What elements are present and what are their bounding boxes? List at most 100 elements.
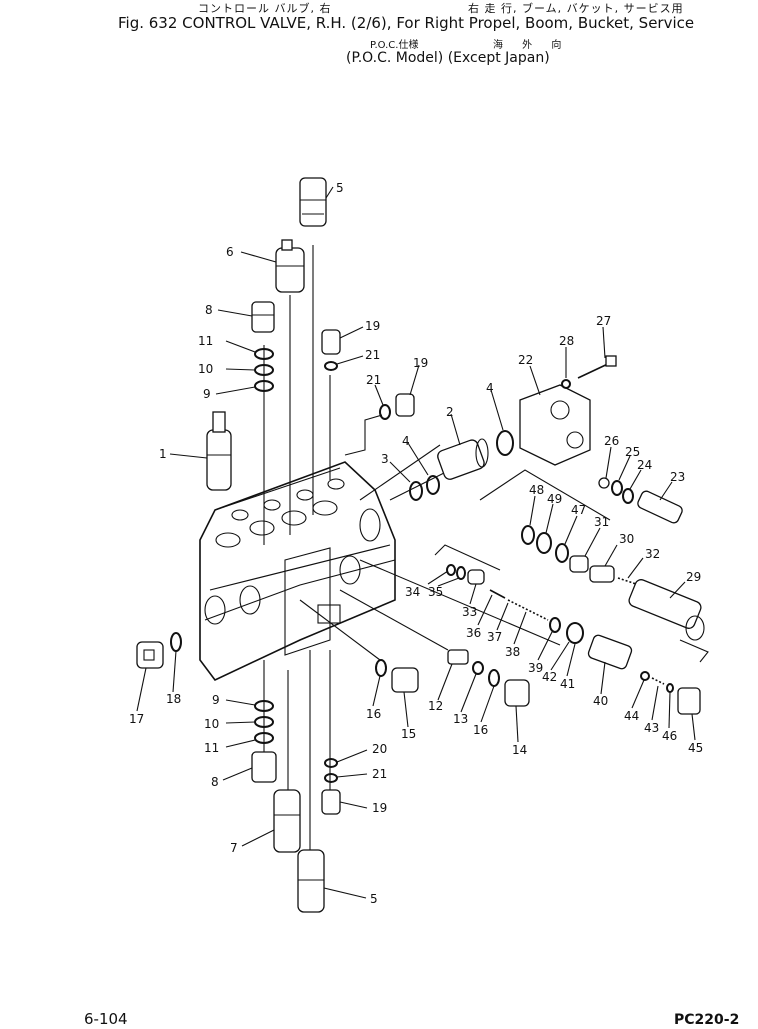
part-46 <box>666 683 674 693</box>
model-number: PC220-2 <box>674 1012 740 1028</box>
o-ring-11-bottom <box>254 732 274 744</box>
o-ring-24 <box>622 488 634 504</box>
callout-19-top: 19 <box>365 319 380 333</box>
callout-46: 46 <box>662 729 677 743</box>
callout-30: 30 <box>619 532 634 546</box>
callout-40: 40 <box>593 694 608 708</box>
callout-31: 31 <box>594 515 609 529</box>
o-ring-21-bottom <box>324 773 338 783</box>
part-44 <box>640 671 650 681</box>
callout-6: 6 <box>226 245 234 259</box>
callout-16-right: 16 <box>473 723 488 737</box>
callout-48: 48 <box>529 483 544 497</box>
callout-23: 23 <box>670 470 685 484</box>
part-37-38-spring <box>507 599 549 621</box>
callout-7: 7 <box>230 841 238 855</box>
japanese-title-left: コントロール バルブ, 右 <box>198 2 332 15</box>
part-43 <box>651 677 665 685</box>
callout-24: 24 <box>637 458 652 472</box>
callout-5-bottom: 5 <box>370 892 378 906</box>
part-41-42 <box>566 622 584 644</box>
callout-8-top: 8 <box>205 303 213 317</box>
o-ring-3 <box>409 481 423 501</box>
o-ring-16b <box>375 659 387 677</box>
part-14-plug <box>504 679 530 707</box>
part-29-plug <box>628 579 705 641</box>
o-ring-21-top <box>324 361 338 371</box>
o-ring-25 <box>611 480 623 496</box>
part-8-plug-top <box>251 301 275 333</box>
o-ring-21-side <box>379 404 391 420</box>
leader-lines <box>136 186 696 899</box>
callout-38: 38 <box>505 645 520 659</box>
figure-title: Fig. 632 CONTROL VALVE, R.H. (2/6), For … <box>118 14 695 32</box>
ring-49 <box>536 532 552 554</box>
part-13 <box>472 661 484 675</box>
callout-11-bottom: 11 <box>204 741 219 755</box>
o-ring-4a <box>426 475 440 495</box>
callout-17: 17 <box>129 712 144 726</box>
callout-36: 36 <box>466 626 481 640</box>
callout-27: 27 <box>596 314 611 328</box>
overseas-japanese-label: 海 外 向 <box>493 40 570 51</box>
callout-28: 28 <box>559 334 574 348</box>
o-ring-9-top <box>254 380 274 392</box>
callout-15: 15 <box>401 727 416 741</box>
o-ring-18 <box>170 632 182 652</box>
part-30 <box>589 565 615 583</box>
callout-19-side: 19 <box>413 356 428 370</box>
callout-44: 44 <box>624 709 639 723</box>
callout-25: 25 <box>625 445 640 459</box>
callout-9-bottom: 9 <box>212 693 220 707</box>
part-34 <box>446 564 456 576</box>
callout-11-top: 11 <box>198 334 213 348</box>
callout-12: 12 <box>428 699 443 713</box>
part-40 <box>587 634 633 670</box>
part-6-relief-valve <box>275 239 305 293</box>
callout-10-bottom: 10 <box>204 717 219 731</box>
part-8-plug-bottom <box>251 751 277 783</box>
part-19-plug-bottom <box>321 789 341 815</box>
callout-16-left: 16 <box>366 707 381 721</box>
callout-21-bottom: 21 <box>372 767 387 781</box>
part-7-valve <box>273 789 301 853</box>
part-31 <box>569 555 589 573</box>
callout-21-top: 21 <box>365 348 380 362</box>
callout-47: 47 <box>571 503 586 517</box>
callout-13: 13 <box>453 712 468 726</box>
callout-41: 41 <box>560 677 575 691</box>
callout-14: 14 <box>512 743 527 757</box>
japanese-title-right: 右 走 行, ブーム, バケット, サービス用 <box>468 2 684 15</box>
callout-22: 22 <box>518 353 533 367</box>
callout-5-top: 5 <box>336 181 344 195</box>
part-12 <box>447 649 469 665</box>
callout-29: 29 <box>686 570 701 584</box>
part-15-plug <box>391 667 419 693</box>
callout-9-top: 9 <box>203 387 211 401</box>
poc-japanese-label: P.O.C.仕様 <box>370 40 419 51</box>
callout-10-top: 10 <box>198 362 213 376</box>
part-26 <box>598 477 610 489</box>
callout-34: 34 <box>405 585 420 599</box>
callout-37: 37 <box>487 630 502 644</box>
part-39 <box>549 617 561 633</box>
poc-model-subtitle: (P.O.C. Model) (Except Japan) <box>346 50 550 66</box>
callout-20: 20 <box>372 742 387 756</box>
callout-3: 3 <box>381 452 389 466</box>
part-33 <box>467 569 485 585</box>
callout-1: 1 <box>159 447 167 461</box>
callout-35: 35 <box>428 585 443 599</box>
part-23-plug <box>637 490 683 524</box>
o-ring-16a <box>488 669 500 687</box>
washer-28 <box>561 379 571 389</box>
part-32-spring <box>617 577 637 585</box>
o-ring-48 <box>521 525 535 545</box>
part-27-bolt <box>577 355 617 379</box>
callout-33: 33 <box>462 605 477 619</box>
callout-4-upper: 4 <box>486 381 494 395</box>
part-5-top <box>299 177 327 227</box>
part-20 <box>324 758 338 768</box>
part-22-block <box>519 384 591 466</box>
part-2-sleeve <box>437 438 489 480</box>
